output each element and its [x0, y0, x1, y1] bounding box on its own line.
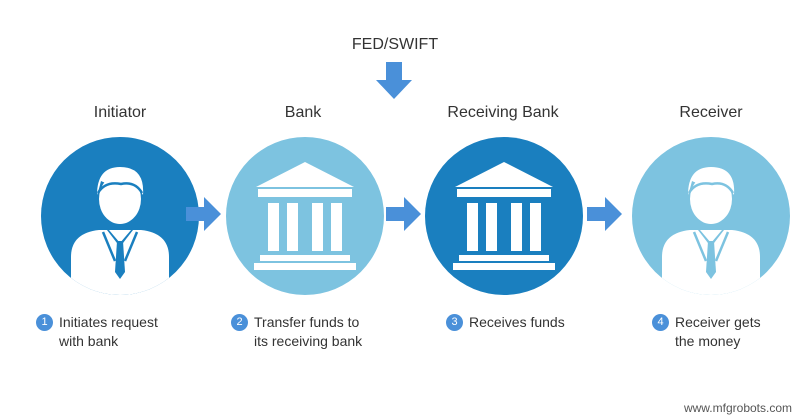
step-description-line: the money [675, 333, 741, 349]
step-title-receiver: Receiver [679, 104, 743, 121]
step-number-badge: 3 [446, 314, 463, 331]
step-description-line: Receives funds [469, 314, 565, 330]
step-title-receiving-bank: Receiving Bank [447, 104, 559, 121]
step-number-badge: 2 [231, 314, 248, 331]
person-icon [71, 167, 169, 295]
right-arrow-icon [587, 197, 622, 231]
receiver-circle [632, 137, 790, 295]
bank-circle [226, 137, 384, 295]
step-description-line: Receiver gets [675, 314, 761, 330]
initiator-circle [41, 137, 199, 295]
right-arrow-icon [386, 197, 421, 231]
bank-icon [453, 162, 555, 270]
step-number-badge: 4 [652, 314, 669, 331]
bank-icon [254, 162, 356, 270]
step-description-line: Transfer funds to [254, 314, 360, 330]
watermark: www.mfgrobots.com [683, 401, 792, 415]
person-icon [662, 167, 760, 295]
step-description-2: 2 Transfer funds to its receiving bank [231, 313, 362, 351]
right-arrow-icon [186, 197, 221, 231]
step-description-4: 4 Receiver gets the money [652, 313, 761, 351]
fed-swift-label: FED/SWIFT [351, 36, 439, 53]
step-description-line: its receiving bank [254, 333, 363, 349]
step-number-badge: 1 [36, 314, 53, 331]
receiving-bank-circle [425, 137, 583, 295]
step-description-1: 1 Initiates request with bank [36, 313, 158, 351]
step-description-line: Initiates request [59, 314, 158, 330]
step-description-3: 3 Receives funds [446, 313, 565, 332]
step-title-bank: Bank [284, 104, 322, 121]
step-title-initiator: Initiator [93, 104, 147, 121]
step-description-line: with bank [59, 333, 119, 349]
down-arrow-icon [376, 62, 412, 99]
